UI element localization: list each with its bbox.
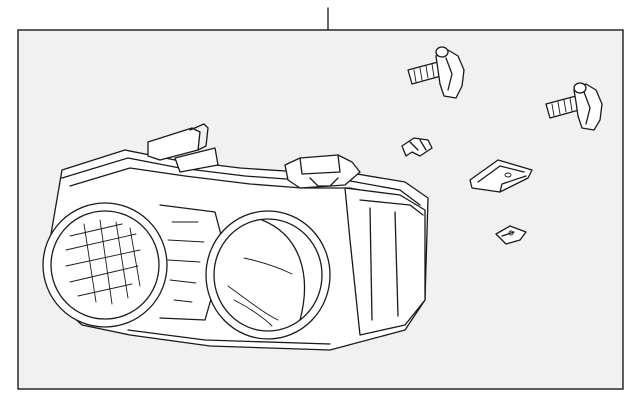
reflector-lines (167, 221, 205, 303)
left-lens-hatching (65, 219, 141, 305)
bracket-plate[interactable] (469, 159, 533, 193)
headlamp-assembly[interactable] (42, 123, 429, 351)
mounting-bolt-right[interactable] (545, 82, 603, 131)
retainer-nut[interactable] (495, 225, 527, 245)
mounting-bolt-left[interactable] (407, 46, 465, 99)
adjuster-clip[interactable] (401, 137, 433, 157)
